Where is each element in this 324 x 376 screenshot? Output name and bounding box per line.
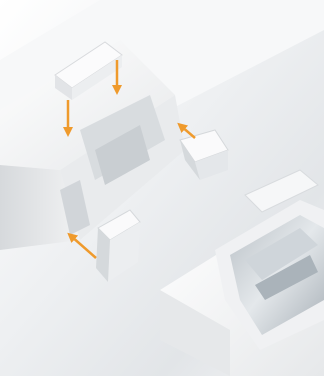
trunking-assembly-photo [0,0,324,376]
photo-frame [0,0,324,376]
